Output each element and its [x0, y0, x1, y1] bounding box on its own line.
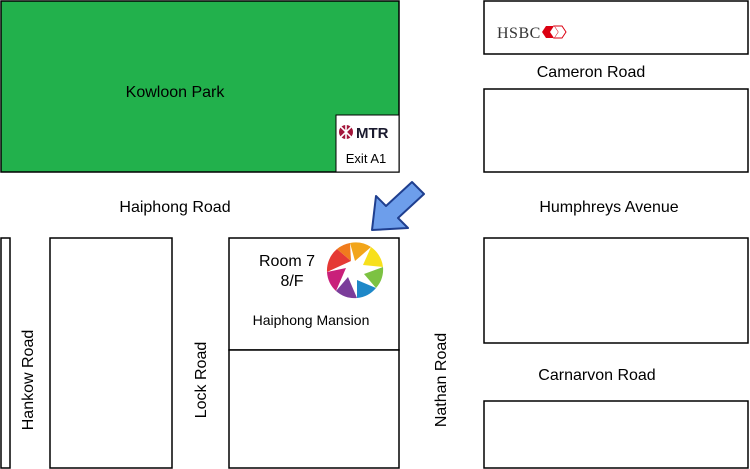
- floor-label: 8/F: [280, 273, 303, 290]
- camera-aperture-logo-icon: [326, 242, 384, 299]
- lock-road-label: Lock Road: [193, 342, 210, 419]
- kowloon-park-block: [0, 0, 400, 173]
- far-left-block: [0, 237, 11, 469]
- mtr-exit-box: [335, 114, 400, 173]
- location-arrow-icon: [371, 181, 425, 231]
- humphreys-carnarvon-block: [483, 237, 749, 344]
- humphreys-avenue-label: Humphreys Avenue: [539, 199, 678, 216]
- building-name-label: Haiphong Mansion: [253, 312, 370, 328]
- cameron-humphreys-block: [483, 88, 749, 173]
- carnarvon-south-block: [483, 400, 749, 469]
- cameron-road-label: Cameron Road: [537, 64, 646, 81]
- room-number-label: Room 7: [259, 253, 315, 270]
- mtr-exit-label: Exit A1: [346, 151, 386, 166]
- lock-nathan-south-block: [228, 349, 400, 469]
- carnarvon-road-label: Carnarvon Road: [538, 367, 655, 384]
- kowloon-park-label: Kowloon Park: [126, 84, 226, 101]
- hsbc-brand-label: HSBC: [497, 25, 541, 42]
- hsbc-hexagon-icon: [542, 25, 567, 39]
- mtr-exit-sign: MTR Exit A1: [335, 114, 400, 173]
- hankow-lock-block: [49, 237, 173, 469]
- hankow-road-label: Hankow Road: [20, 330, 37, 431]
- mtr-logo-icon: [339, 125, 353, 139]
- nathan-road-label: Nathan Road: [433, 333, 450, 427]
- mtr-brand-label: MTR: [356, 125, 389, 142]
- hsbc-block: [483, 0, 749, 55]
- haiphong-road-label: Haiphong Road: [119, 199, 230, 216]
